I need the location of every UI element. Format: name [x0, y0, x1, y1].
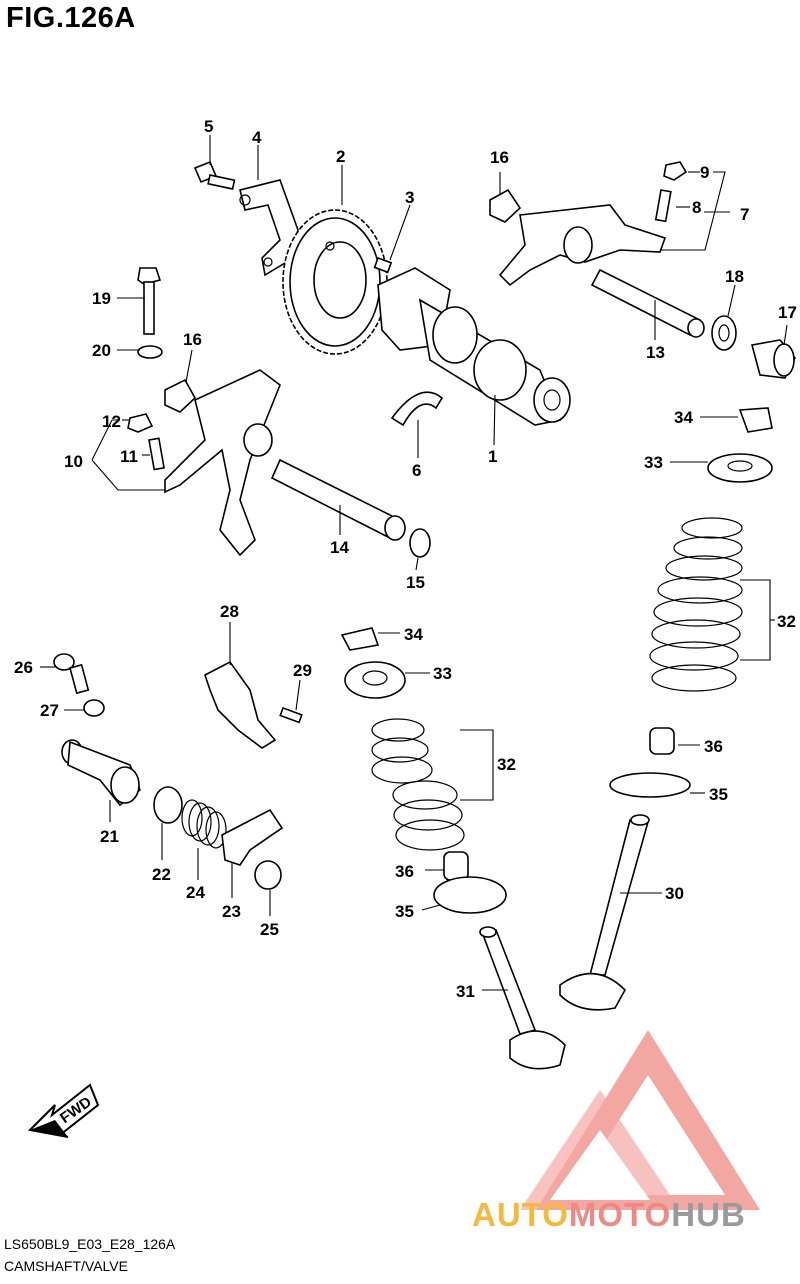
- part-32-spring-upper: [649, 517, 743, 692]
- callout-3: 3: [405, 188, 414, 207]
- part-33-retainer-upper: [707, 453, 773, 483]
- part-5-bolt: [193, 160, 236, 190]
- brand-hub: HUB: [671, 1196, 746, 1233]
- part-11-screw: [148, 437, 165, 471]
- part-33-retainer-lower: [344, 661, 406, 699]
- callout-34-lower: 34: [404, 625, 423, 644]
- part-12-nut: [127, 413, 154, 433]
- callout-32-lower: 32: [497, 755, 516, 774]
- callout-26: 26: [14, 658, 33, 677]
- callout-2: 2: [336, 147, 345, 166]
- callout-27: 27: [40, 701, 59, 720]
- callout-6: 6: [412, 461, 421, 480]
- callout-12: 12: [102, 412, 121, 431]
- callout-34-upper: 34: [674, 408, 693, 427]
- callout-16-upper: 16: [490, 148, 509, 167]
- part-25-nut: [254, 860, 282, 890]
- callout-28: 28: [220, 602, 239, 621]
- callout-33-upper: 33: [644, 453, 663, 472]
- callout-19: 19: [92, 289, 111, 308]
- callout-30: 30: [665, 884, 684, 903]
- callout-5: 5: [204, 117, 213, 136]
- callout-8: 8: [692, 198, 701, 217]
- callout-24: 24: [186, 883, 205, 902]
- part-34-cotter-lower: [340, 627, 380, 651]
- footer-name: CAMSHAFT/VALVE: [4, 1258, 128, 1274]
- brand-auto: AUTO: [472, 1196, 569, 1233]
- part-34-cotter-upper: [738, 407, 773, 433]
- part-35-seat-right: [609, 772, 691, 798]
- callout-1: 1: [488, 447, 497, 466]
- part-26-bolt: [53, 653, 90, 695]
- part-22-seal: [153, 786, 183, 824]
- watermark-brand: AUTOMOTOHUB: [472, 1196, 746, 1234]
- part-16-lower: [164, 378, 197, 413]
- callout-31: 31: [456, 982, 475, 1001]
- part-36-seal-left: [443, 851, 469, 881]
- part-32-spring-lower: [371, 718, 465, 851]
- part-36-seal-right: [649, 727, 675, 755]
- callout-11: 11: [120, 447, 138, 466]
- part-27-washer: [83, 699, 105, 717]
- part-10-rocker-arm: [164, 369, 281, 557]
- callout-16-lower: 16: [183, 330, 202, 349]
- part-24-spring: [181, 799, 227, 849]
- callout-7: 7: [740, 205, 749, 224]
- part-6-clip: [390, 391, 444, 427]
- figure-title: FIG.126A: [6, 2, 136, 34]
- part-18-washer: [711, 315, 737, 351]
- callout-14: 14: [330, 538, 349, 557]
- footer-code: LS650BL9_E03_E28_126A: [4, 1236, 176, 1252]
- part-28-bracket: [204, 660, 277, 749]
- callout-labels: 1 2 3 4 5 6 7 8 9 10 11 12 13 14 15 16 1…: [14, 117, 797, 1001]
- watermark-logo: [520, 1030, 760, 1210]
- callout-18: 18: [725, 267, 744, 286]
- callout-22: 22: [152, 865, 171, 884]
- callout-20: 20: [92, 341, 111, 360]
- part-2-sprocket: [282, 209, 388, 355]
- callout-10: 10: [64, 452, 83, 471]
- part-19-bolt: [137, 267, 162, 335]
- part-31-valve: [479, 926, 566, 1070]
- part-17-plug: [751, 339, 796, 379]
- part-30-valve: [559, 814, 650, 1011]
- part-29-screw: [279, 706, 303, 724]
- part-3-pin: [373, 256, 393, 274]
- part-15-oring: [409, 528, 431, 558]
- callout-35-left: 35: [395, 902, 414, 921]
- callout-36-right: 36: [704, 737, 723, 756]
- callout-33-lower: 33: [433, 664, 452, 683]
- part-23-lever: [221, 808, 284, 866]
- part-8-screw: [654, 189, 672, 223]
- part-4-bracket: [239, 179, 299, 277]
- fwd-arrow-icon: FWD: [27, 1083, 100, 1138]
- part-9-nut: [663, 161, 688, 181]
- callout-23: 23: [222, 902, 241, 921]
- callout-9: 9: [700, 163, 709, 182]
- part-35-seat-left: [433, 876, 507, 914]
- part-14-shaft: [270, 458, 406, 541]
- part-16-upper: [489, 188, 522, 223]
- callout-13: 13: [646, 343, 665, 362]
- callout-17: 17: [778, 303, 797, 322]
- part-21-shaft: [61, 739, 141, 807]
- callout-4: 4: [252, 128, 262, 147]
- part-1-camshaft: [377, 267, 571, 426]
- callout-21: 21: [100, 827, 119, 846]
- callout-15: 15: [406, 573, 425, 592]
- callout-35-right: 35: [709, 785, 728, 804]
- leader-lines: [40, 135, 788, 991]
- callout-36-left: 36: [395, 862, 414, 881]
- brand-moto: MOTO: [568, 1196, 672, 1233]
- callout-32-upper: 32: [777, 612, 796, 631]
- part-13-shaft: [590, 268, 705, 338]
- part-20-washer: [137, 345, 163, 359]
- callout-25: 25: [260, 920, 279, 939]
- part-7-rocker-arm: [498, 204, 667, 287]
- callout-29: 29: [293, 661, 312, 680]
